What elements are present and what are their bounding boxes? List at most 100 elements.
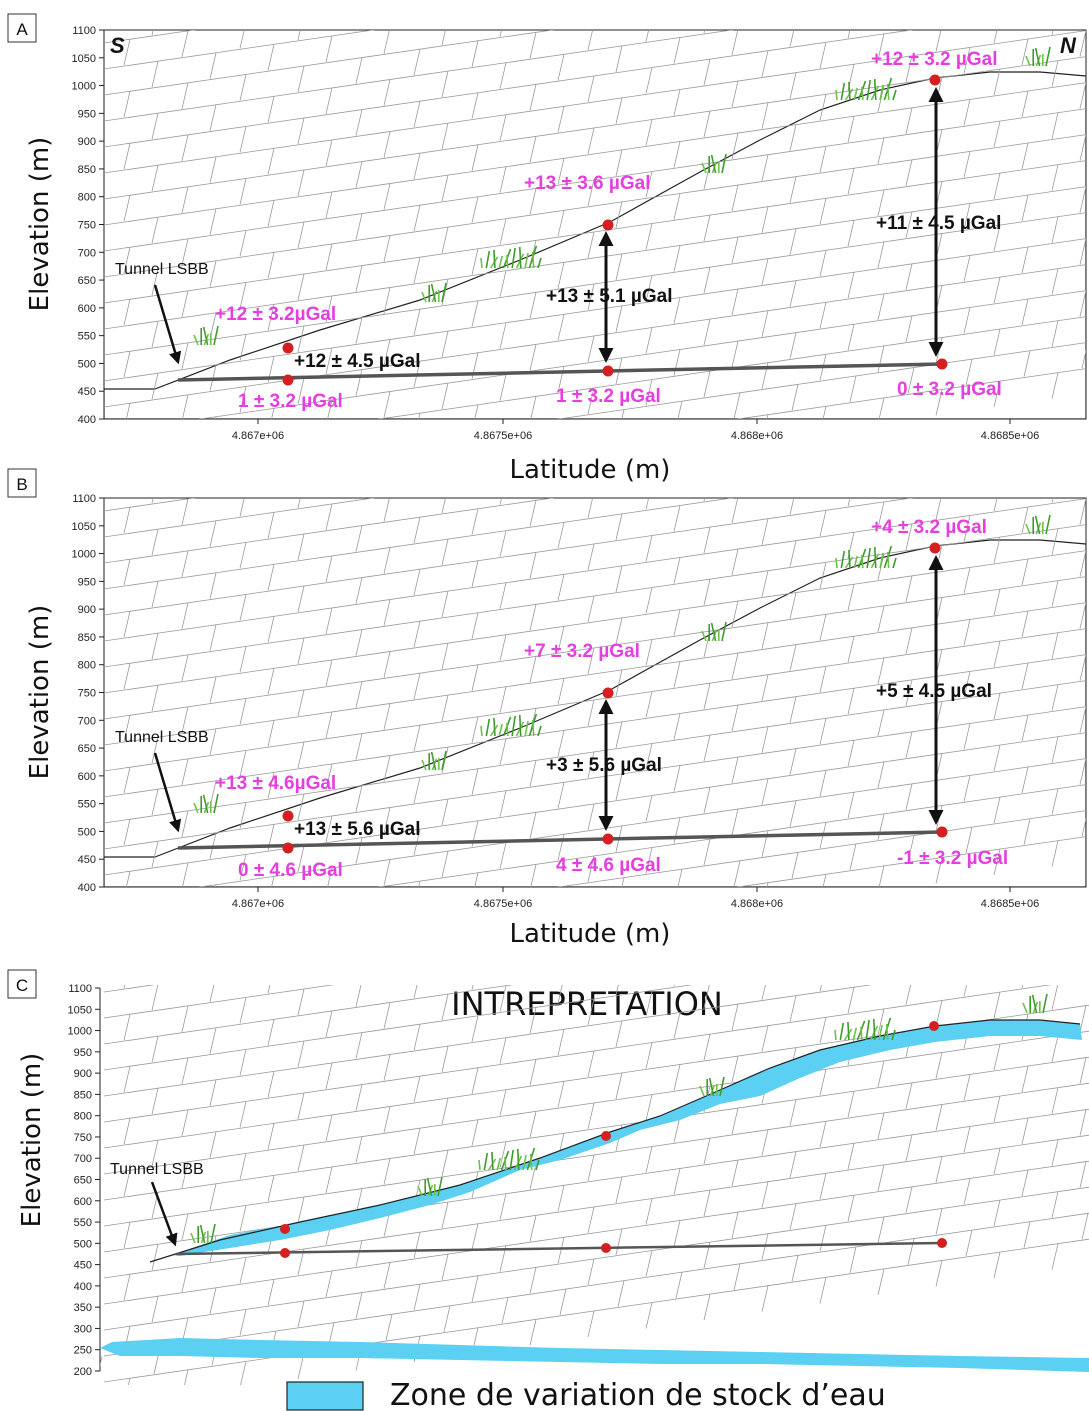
station-marker bbox=[601, 1131, 611, 1141]
station-marker bbox=[929, 1021, 939, 1031]
y-tick-label: 650 bbox=[74, 1175, 92, 1187]
tunnel-value: 0 ± 4.6 µGal bbox=[238, 860, 343, 881]
tunnel-label: Tunnel LSBB bbox=[110, 1161, 204, 1178]
station-marker bbox=[929, 542, 941, 554]
station-marker bbox=[937, 1238, 947, 1248]
x-tick-label: 4.867e+06 bbox=[232, 898, 284, 910]
y-tick-label: 500 bbox=[74, 1238, 92, 1250]
panel-b-terrain bbox=[104, 498, 1086, 887]
grass-tuft-icon bbox=[699, 1076, 725, 1097]
y-tick-label: 750 bbox=[74, 1132, 92, 1144]
grass-tuft-icon bbox=[193, 325, 219, 346]
tunnel-label: Tunnel LSBB bbox=[115, 729, 209, 746]
x-tick-label: 4.868e+06 bbox=[731, 430, 783, 442]
y-tick-label: 1000 bbox=[72, 549, 96, 561]
y-tick-label: 1050 bbox=[72, 521, 96, 533]
y-tick-label: 450 bbox=[74, 1260, 92, 1272]
y-tick-label: 800 bbox=[78, 660, 96, 672]
grass-tuft-icon bbox=[478, 1147, 540, 1171]
y-tick-label: 450 bbox=[78, 854, 96, 866]
grass-tuft-icon bbox=[480, 713, 542, 737]
water-zone-deep bbox=[100, 1338, 1089, 1372]
surface-outline bbox=[149, 1019, 1081, 1263]
tunnel-value: 4 ± 4.6 µGal bbox=[556, 855, 661, 876]
y-tick-label: 750 bbox=[78, 220, 96, 232]
legend-swatch bbox=[286, 1381, 364, 1411]
tunnel-line bbox=[177, 830, 943, 850]
x-tick-label: 4.867e+06 bbox=[232, 430, 284, 442]
surface-value: +13 ± 3.6 µGal bbox=[524, 173, 650, 194]
surface-value: +13 ± 4.6µGal bbox=[215, 773, 336, 794]
surface-value: +4 ± 3.2 µGal bbox=[871, 517, 987, 538]
grass-tuft-icon bbox=[480, 245, 542, 269]
y-tick-label: 950 bbox=[78, 108, 96, 120]
tunnel-value: 1 ± 3.2 µGal bbox=[238, 391, 343, 412]
y-tick-label: 950 bbox=[78, 576, 96, 588]
grass-tuft-icon bbox=[421, 282, 447, 303]
tunnel-value: 1 ± 3.2 µGal bbox=[556, 386, 661, 407]
station-marker bbox=[602, 687, 614, 699]
station-marker bbox=[282, 374, 294, 386]
x-tick-label: 4.8675e+06 bbox=[474, 430, 532, 442]
difference-value: +13 ± 5.1 µGal bbox=[546, 286, 672, 307]
y-tick-label: 850 bbox=[74, 1089, 92, 1101]
station-marker bbox=[936, 358, 948, 370]
rock-strata bbox=[140, 1020, 1089, 1300]
grass-tuft-icon bbox=[1022, 993, 1048, 1014]
water-zone-surface bbox=[172, 1020, 1082, 1256]
direction-south: S bbox=[110, 33, 125, 58]
panel-c-yaxis: 1100105010009509008508007507006506005505… bbox=[68, 983, 101, 1378]
y-tick-label: 550 bbox=[78, 331, 96, 343]
y-tick-label: 950 bbox=[74, 1047, 92, 1059]
station-marker bbox=[282, 810, 294, 822]
panel-a-ylabel: Elevation (m) bbox=[25, 137, 55, 312]
y-tick-label: 550 bbox=[74, 1217, 92, 1229]
y-tick-label: 850 bbox=[78, 632, 96, 644]
tunnel-value: 0 ± 3.2 µGal bbox=[897, 379, 1002, 400]
y-tick-label: 500 bbox=[78, 826, 96, 838]
y-tick-label: 800 bbox=[74, 1111, 92, 1123]
y-tick-label: 900 bbox=[74, 1068, 92, 1080]
y-tick-label: 400 bbox=[74, 1281, 92, 1293]
grass-tuft-icon bbox=[193, 793, 219, 814]
difference-value: +13 ± 5.6 µGal bbox=[294, 819, 420, 840]
surface-value: +7 ± 3.2 µGal bbox=[524, 641, 640, 662]
station-marker bbox=[602, 365, 614, 377]
panel-c-title: INTREPRETATION bbox=[451, 985, 723, 1023]
y-tick-label: 250 bbox=[74, 1345, 92, 1357]
rock-strata bbox=[104, 71, 1086, 419]
panel-a: A 11001050100095090085080075070065060055… bbox=[7, 13, 1087, 485]
station-marker bbox=[602, 833, 614, 845]
y-tick-label: 300 bbox=[74, 1323, 92, 1335]
panel-a-label: A bbox=[16, 20, 28, 39]
panel-b-ylabel: Elevation (m) bbox=[25, 605, 55, 780]
y-tick-label: 600 bbox=[78, 303, 96, 315]
panel-b-yaxis: 1100105010009509008508007507006506005505… bbox=[72, 493, 104, 894]
y-tick-label: 650 bbox=[78, 743, 96, 755]
panel-a-yaxis: 1100105010009509008508007507006506005505… bbox=[72, 25, 104, 426]
y-tick-label: 400 bbox=[78, 414, 96, 426]
y-tick-label: 1050 bbox=[72, 53, 96, 65]
y-tick-label: 900 bbox=[78, 604, 96, 616]
y-tick-label: 1100 bbox=[68, 983, 92, 995]
grass-tuft-icon bbox=[417, 1176, 443, 1197]
station-marker bbox=[601, 1243, 611, 1253]
x-tick-label: 4.8685e+06 bbox=[981, 898, 1039, 910]
panel-c-terrain bbox=[100, 985, 1089, 1385]
y-tick-label: 1000 bbox=[68, 1026, 92, 1038]
grass-tuft-icon bbox=[834, 1017, 896, 1041]
panel-a-terrain bbox=[104, 30, 1086, 419]
panel-a-xlabel: Latitude (m) bbox=[510, 455, 671, 485]
down-arrow-icon bbox=[153, 284, 182, 365]
down-arrow-icon bbox=[153, 752, 182, 833]
station-marker bbox=[936, 826, 948, 838]
y-tick-label: 700 bbox=[74, 1153, 92, 1165]
x-tick-label: 4.868e+06 bbox=[731, 898, 783, 910]
difference-value: +5 ± 4.5 µGal bbox=[876, 681, 992, 702]
difference-value: +3 ± 5.6 µGal bbox=[546, 755, 662, 776]
y-tick-label: 700 bbox=[78, 715, 96, 727]
y-tick-label: 400 bbox=[78, 882, 96, 894]
